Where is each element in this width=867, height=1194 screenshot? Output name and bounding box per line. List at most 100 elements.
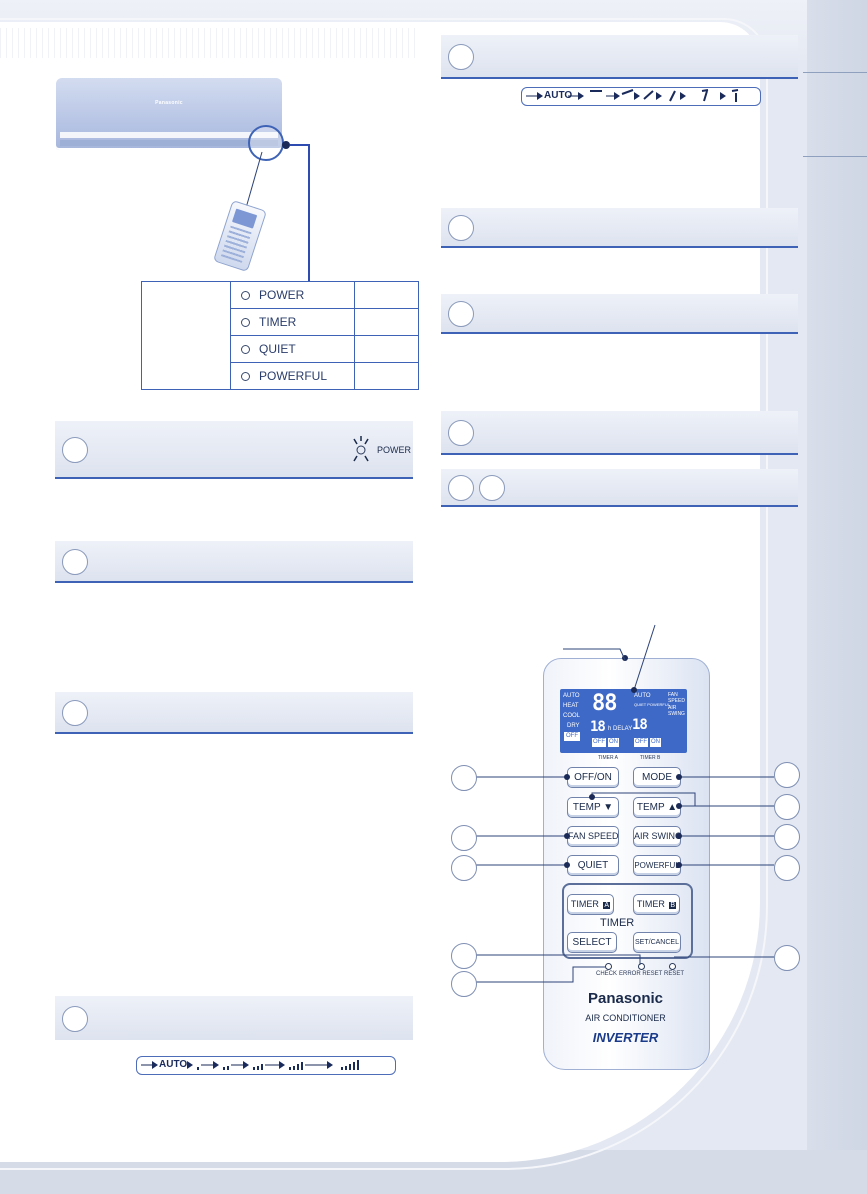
side-tab-strip [807, 0, 867, 1194]
callout-circle [451, 825, 477, 851]
indicator-row: QUIET [230, 335, 355, 363]
callout-circle [451, 765, 477, 791]
lcd-timer-b-time: 18 [632, 717, 648, 733]
section-header [55, 692, 413, 734]
indicator-lamp-icon [241, 372, 250, 382]
section-header-double [441, 469, 798, 507]
section-number-circle [479, 475, 505, 501]
section-number-circle [448, 44, 474, 70]
lcd-timer-a-caption: TIMER A [598, 755, 619, 761]
lcd-air-swing-label: AIR SWING [668, 705, 685, 717]
callout-circle [774, 794, 800, 820]
lcd-timer-a-off: OFF [592, 738, 606, 747]
lcd-temperature: 88 [592, 691, 617, 716]
lcd-mode-auto: AUTO [563, 693, 580, 699]
section-header-power [55, 421, 413, 479]
blinking-lamp-label: POWER [377, 445, 412, 455]
section-number-circle [62, 549, 88, 575]
side-tab-divider [803, 156, 867, 157]
off-on-button[interactable]: OFF/ON [567, 767, 619, 788]
indicator-lamp-icon [241, 345, 250, 355]
side-tab-divider [803, 72, 867, 73]
indicator-cell [354, 362, 419, 390]
error-reset-label: ERROR RESET [619, 971, 663, 977]
section-number-circle [448, 215, 474, 241]
airflow-direction-sequence: AUTO [521, 87, 761, 106]
lcd-timer-b-caption: TIMER B [640, 755, 661, 761]
airflow-steps-icon [526, 89, 739, 102]
reset-label: RESET [664, 971, 685, 977]
callout-circle [451, 943, 477, 969]
lcd-mode-dry: DRY [567, 723, 580, 729]
section-number-circle [448, 420, 474, 446]
remote-transmitter-dot [622, 655, 628, 661]
section-number-circle [62, 700, 88, 726]
timer-a-badge: A [603, 902, 611, 909]
receiver-dot [282, 141, 290, 149]
timer-group-label: TIMER [600, 917, 635, 929]
remote-brand: Panasonic [587, 990, 664, 1007]
reset-button-hole[interactable] [669, 963, 676, 970]
callout-circle [451, 855, 477, 881]
callout-circle [774, 762, 800, 788]
section-header [441, 294, 798, 334]
indoor-unit-illustration: Panasonic [56, 78, 282, 150]
error-reset-button-hole[interactable] [638, 963, 645, 970]
indicator-label: POWERFUL [259, 369, 328, 383]
section-header-fan-speed [55, 996, 413, 1042]
section-header [441, 208, 798, 248]
header-hatch [0, 28, 420, 58]
powerful-button[interactable]: POWERFUL [633, 855, 681, 876]
lcd-fan-auto: AUTO [634, 693, 651, 699]
blinking-lamp-icon [353, 436, 369, 462]
airflow-auto-label: AUTO [544, 90, 573, 101]
remote-lcd-display: AUTO HEAT COOL DRY OFF 88 18 h DELAY OFF… [560, 689, 687, 753]
indicator-label: QUIET [259, 342, 296, 356]
set-cancel-button[interactable]: SET/CANCEL [633, 932, 681, 953]
timer-a-button-label: TIMER [570, 899, 599, 909]
lcd-timer-a-on: ON [608, 738, 619, 747]
lcd-fan-speed-label: FAN SPEED [668, 692, 685, 704]
page-border [0, 18, 768, 1170]
section-header [441, 411, 798, 455]
callout-circle [774, 945, 800, 971]
quiet-button[interactable]: QUIET [567, 855, 619, 876]
section-number-circle [62, 1006, 88, 1032]
timer-b-button[interactable]: TIMER B [633, 894, 680, 915]
section-number-circle [448, 475, 474, 501]
fan-speed-steps-icon [141, 1060, 359, 1070]
indicator-row: TIMER [230, 308, 355, 336]
indicator-cell [354, 308, 419, 336]
timer-b-button-label: TIMER [636, 899, 665, 909]
indicator-lamp-icon [241, 291, 250, 301]
timer-button-group [562, 883, 693, 959]
indicator-lamp-icon [241, 318, 250, 328]
section-number-circle [62, 437, 88, 463]
section-header-air-swing [441, 35, 798, 79]
lcd-quiet-powerful: QUIET POWERFUL [634, 702, 670, 707]
inverter-logo: INVERTER [592, 1030, 659, 1045]
air-swing-button[interactable]: AIR SWING [633, 826, 682, 847]
indicator-label: POWER [259, 288, 305, 302]
indicator-label: TIMER [259, 315, 297, 329]
fan-speed-auto-label: AUTO [159, 1059, 188, 1070]
indoor-unit-louver [60, 140, 278, 146]
lcd-timer-b-off: OFF [634, 738, 648, 747]
lcd-mode-heat: HEAT [563, 703, 579, 709]
indoor-unit-vent [60, 132, 278, 138]
timer-a-button[interactable]: TIMER A [567, 894, 614, 915]
section-number-circle [448, 301, 474, 327]
lcd-timer-a-time: 18 [590, 719, 606, 735]
callout-circle [451, 971, 477, 997]
check-label: CHECK [596, 971, 618, 977]
indicator-table-blank [141, 281, 231, 390]
check-button-hole[interactable] [605, 963, 612, 970]
callout-circle [774, 855, 800, 881]
select-button[interactable]: SELECT [567, 932, 617, 953]
indoor-unit-brand: Panasonic [155, 100, 183, 106]
section-header [55, 541, 413, 583]
fan-speed-button[interactable]: FAN SPEED [567, 826, 619, 847]
lcd-mode-off: OFF [564, 732, 580, 741]
